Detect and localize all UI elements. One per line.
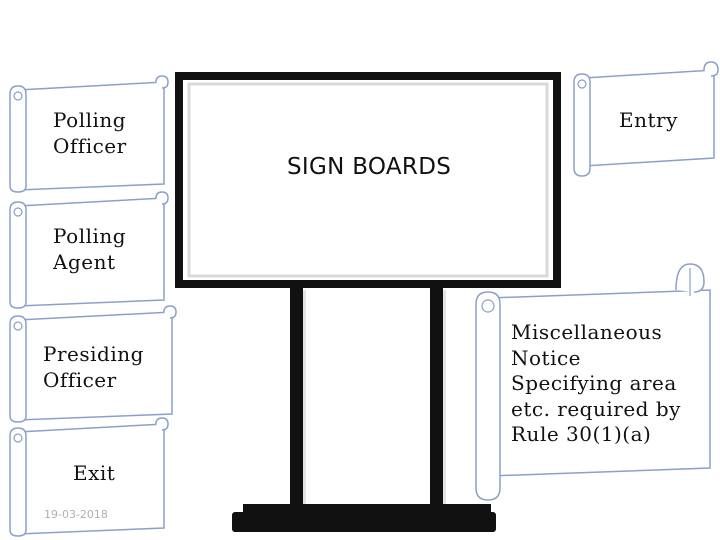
presiding-officer-label: Presiding Officer — [43, 342, 144, 392]
scroll-misc-notice: Miscellaneous Notice Specifying area etc… — [472, 262, 718, 502]
polling-officer-label: Polling Officer — [53, 108, 127, 158]
scroll-shape — [9, 305, 177, 423]
base-foot — [232, 512, 496, 532]
board-inner-border — [187, 82, 549, 278]
scroll-polling-agent: Polling Agent — [6, 191, 169, 309]
scroll-presiding-officer: Presiding Officer — [6, 305, 177, 423]
misc-notice-label: Miscellaneous Notice Specifying area etc… — [511, 320, 681, 446]
entry-label: Entry — [619, 108, 678, 132]
left-leg — [290, 284, 303, 504]
polling-agent-label: Polling Agent — [53, 224, 127, 274]
scroll-exit: Exit — [6, 417, 169, 537]
exit-label: Exit — [73, 461, 116, 485]
scroll-polling-officer: Polling Officer — [6, 75, 169, 193]
scroll-shape — [573, 61, 719, 177]
scroll-shape — [9, 417, 169, 537]
scroll-shape — [9, 191, 169, 309]
board-title: SIGN BOARDS — [287, 154, 452, 180]
footer-date: 19-03-2018 — [44, 508, 108, 521]
base-top — [243, 504, 491, 512]
scroll-entry: Entry — [570, 60, 720, 177]
scroll-shape — [475, 263, 711, 501]
scroll-shape — [9, 75, 169, 193]
right-leg — [430, 284, 443, 504]
